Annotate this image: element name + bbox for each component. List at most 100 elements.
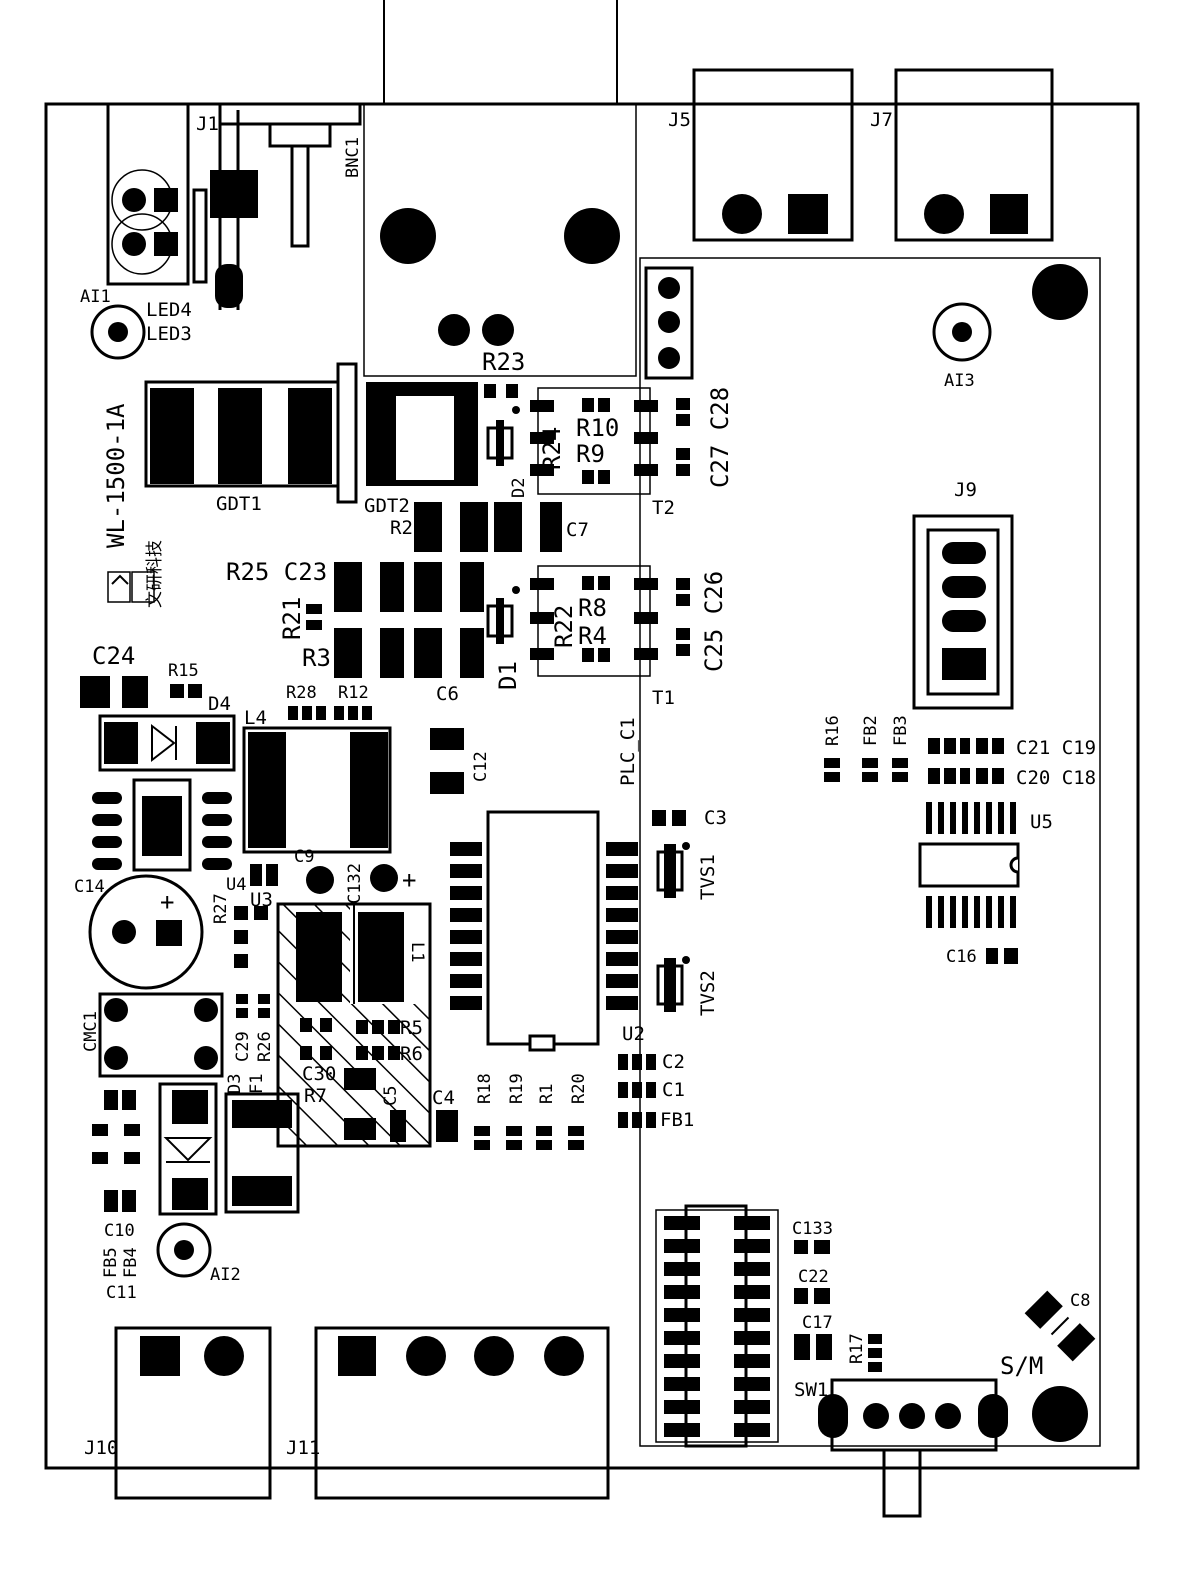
label-l1: L1 bbox=[407, 942, 427, 962]
socket-pin bbox=[734, 1377, 770, 1391]
mounting-hole bbox=[1032, 264, 1088, 320]
gdt2 bbox=[366, 382, 478, 486]
label-u4: U4 bbox=[226, 875, 246, 895]
r15 bbox=[170, 684, 202, 698]
d1-diode bbox=[486, 586, 520, 644]
u2-pin bbox=[450, 886, 482, 900]
label-r15: R15 bbox=[168, 661, 199, 681]
r25-c23-r3-c6 bbox=[306, 562, 484, 678]
label-r10: R10 bbox=[576, 414, 619, 442]
label-r6: R6 bbox=[400, 1043, 423, 1065]
label-r7: R7 bbox=[304, 1085, 327, 1107]
u2-pin bbox=[450, 974, 482, 988]
label-c29: C29 bbox=[233, 1031, 253, 1062]
label-r20: R20 bbox=[569, 1073, 589, 1104]
ic-socket bbox=[655, 1204, 779, 1448]
label-c1: C1 bbox=[662, 1079, 685, 1101]
label-d2: D2 bbox=[509, 478, 529, 498]
label-cmc1: CMC1 bbox=[81, 1011, 101, 1052]
label-tvs1: TVS1 bbox=[697, 854, 719, 900]
label-sw1: SW1 bbox=[794, 1379, 828, 1401]
u5-pin bbox=[986, 896, 992, 928]
label-u3: U3 bbox=[250, 889, 273, 911]
ai2-testpoint bbox=[156, 1222, 212, 1278]
ai3-testpoint bbox=[932, 302, 992, 362]
label-c132: C132 bbox=[345, 863, 365, 904]
label-c14: C14 bbox=[74, 877, 105, 897]
sw1-switch[interactable] bbox=[818, 1378, 1008, 1518]
label-t2: T2 bbox=[652, 497, 675, 519]
label-r24: R24 bbox=[538, 427, 566, 470]
tvs1 bbox=[656, 842, 690, 898]
label-r9: R9 bbox=[576, 440, 605, 468]
u5-pin bbox=[998, 896, 1004, 928]
label-c5: C5 bbox=[381, 1086, 401, 1106]
socket-pin bbox=[664, 1285, 700, 1299]
socket-pin bbox=[664, 1239, 700, 1253]
label-j1: J1 bbox=[196, 113, 219, 135]
c10-fb-pads bbox=[92, 1090, 140, 1212]
u2-pin bbox=[606, 908, 638, 922]
label-bnc1: BNC1 bbox=[343, 137, 363, 178]
socket-pin bbox=[664, 1331, 700, 1345]
u3-l1-area bbox=[276, 902, 432, 1148]
label-c9: C9 bbox=[294, 847, 314, 867]
label-plus: + bbox=[402, 866, 416, 894]
plc-module-outline bbox=[639, 257, 1101, 1447]
c2-c1-fb1 bbox=[618, 1054, 656, 1128]
label-r22: R22 bbox=[550, 605, 578, 648]
label-r5: R5 bbox=[400, 1017, 423, 1039]
u2-pin bbox=[606, 886, 638, 900]
bnc1-connector[interactable] bbox=[363, 103, 637, 377]
socket-pin bbox=[664, 1354, 700, 1368]
socket-pin bbox=[734, 1285, 770, 1299]
j10-connector[interactable] bbox=[114, 1326, 272, 1500]
c12 bbox=[430, 728, 464, 794]
u5-pins bbox=[926, 802, 1016, 928]
label-model: WL-1500-1A bbox=[102, 403, 130, 548]
label-l4: L4 bbox=[244, 707, 267, 729]
j7-connector[interactable] bbox=[894, 68, 1054, 242]
socket-pin bbox=[664, 1308, 700, 1322]
label-j11: J11 bbox=[286, 1437, 320, 1459]
u2-pin bbox=[450, 842, 482, 856]
label-r27: R27 bbox=[211, 893, 231, 924]
r18-r19-r1-r20 bbox=[474, 1126, 584, 1150]
tvs2 bbox=[656, 956, 690, 1012]
label-r16: R16 bbox=[823, 715, 843, 746]
gdt1 bbox=[144, 362, 358, 504]
label-fb4: FB4 bbox=[121, 1247, 141, 1278]
label-r4: R4 bbox=[578, 622, 607, 650]
u5-pin bbox=[986, 802, 992, 834]
label-r21: R21 bbox=[278, 597, 306, 640]
d2-diode bbox=[486, 406, 520, 466]
label-c11: C11 bbox=[106, 1283, 137, 1303]
c22 bbox=[794, 1288, 830, 1304]
u2-pin bbox=[606, 864, 638, 878]
label-led3: LED3 bbox=[146, 323, 192, 345]
socket-pin bbox=[734, 1216, 770, 1230]
u5-pin bbox=[938, 802, 944, 834]
f1-fuse bbox=[224, 1092, 300, 1214]
label-gdt1: GDT1 bbox=[216, 493, 262, 515]
label-r19: R19 bbox=[507, 1073, 527, 1104]
j5-connector[interactable] bbox=[692, 68, 854, 242]
label-c22: C22 bbox=[798, 1267, 829, 1287]
label-j9: J9 bbox=[954, 479, 977, 501]
j11-connector[interactable] bbox=[314, 1326, 610, 1500]
u2-pin bbox=[450, 908, 482, 922]
label-d4: D4 bbox=[208, 693, 231, 715]
label-c25-c26: C25 C26 bbox=[700, 571, 728, 672]
socket-pin bbox=[664, 1423, 700, 1437]
j9-connector[interactable] bbox=[912, 514, 1014, 710]
label-fb1: FB1 bbox=[660, 1109, 694, 1131]
label-c20-c18: C20 C18 bbox=[1016, 767, 1096, 789]
label-r17: R17 bbox=[847, 1333, 867, 1364]
socket-pin bbox=[734, 1239, 770, 1253]
t1-transformer bbox=[530, 565, 658, 677]
d4-diode bbox=[98, 714, 236, 772]
l4-inductor bbox=[242, 726, 392, 854]
label-r8: R8 bbox=[578, 594, 607, 622]
label-c7: C7 bbox=[566, 519, 589, 541]
